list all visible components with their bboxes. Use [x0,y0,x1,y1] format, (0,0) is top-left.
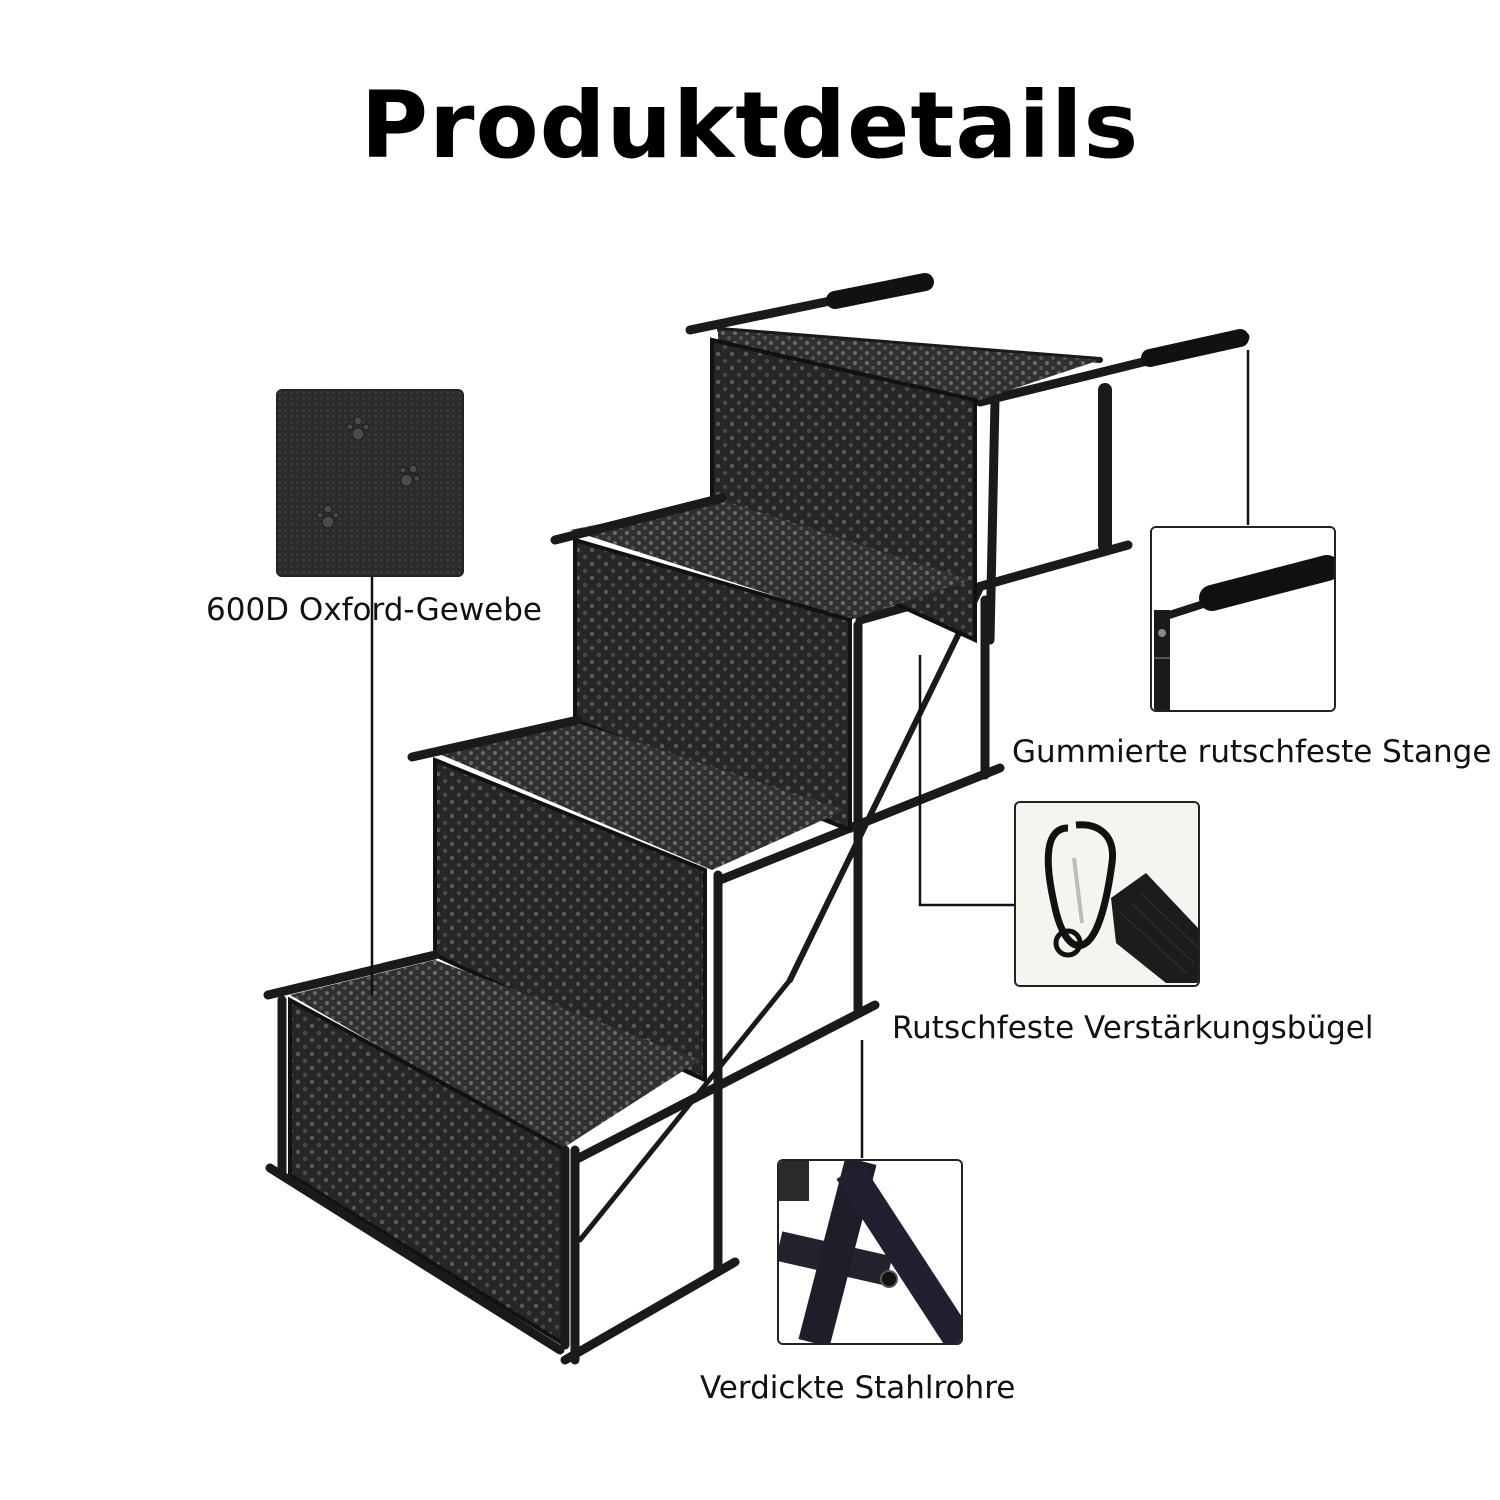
left-rails [263,493,727,1355]
strap-thumbnail [1014,801,1200,987]
tubes-label: Verdickte Stahlrohre [700,1370,1016,1406]
rubber-handle-icon [1152,528,1334,710]
page-title: Produktdetails [360,72,1140,179]
handle-label: Gummierte rutschfeste Stange [1012,734,1492,770]
tubes-thumbnail [777,1159,963,1345]
handle-thumbnail [1150,526,1336,712]
fabric-texture-icon [278,391,462,575]
steel-tube-joint-icon [779,1161,961,1343]
leader-lines [370,350,1250,1158]
strap-label: Rutschfeste Verstärkungsbügel [892,1010,1374,1046]
fabric-thumbnail [276,389,464,577]
carabiner-strap-icon [1016,803,1198,985]
stair-steps [288,330,1100,1349]
fabric-label: 600D Oxford-Gewebe [206,592,542,628]
rubber-handles [826,273,1249,367]
